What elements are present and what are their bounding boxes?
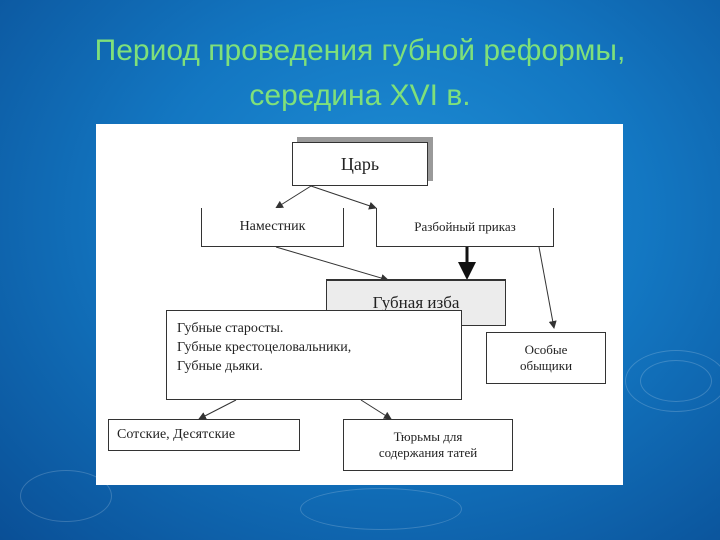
ripple-decoration xyxy=(300,488,462,530)
arrow-officials-to-sotskie xyxy=(198,399,237,420)
razboyny-prikaz-box: Разбойный приказ xyxy=(376,208,554,247)
gubnye-official-item: Губные старосты. xyxy=(177,321,284,336)
slide-title-line-2: середина XVI в. xyxy=(249,79,471,112)
sotskie-label: Сотские, Десятские xyxy=(117,427,236,442)
arrow-officials-to-tyurmy xyxy=(360,399,392,420)
arrow-tsar-to-namestnik xyxy=(275,185,312,209)
arrow-tsar-to-prikaz xyxy=(310,185,377,210)
slide-title: Период проведения губной реформы, середи… xyxy=(0,28,720,118)
gubnye-official-item: Губные крестоцеловальники, xyxy=(177,340,352,355)
tyurmy-line: содержания татей xyxy=(378,445,478,460)
gubnaya-izba-label: Губная изба xyxy=(372,293,460,312)
namestnik-box: Наместник xyxy=(201,208,344,247)
ripple-decoration xyxy=(625,350,720,412)
osobye-obyschiki-line: обыщики xyxy=(519,358,573,373)
gubnye-official-item: Губные дьяки. xyxy=(177,359,263,374)
osobye-obyschiki-line: Особые xyxy=(524,342,568,357)
diagram-panel: Царь Наместник Разбойный приказ Губная и… xyxy=(96,124,623,485)
gubnye-officials-box: Губные старосты. Губные крестоцеловальни… xyxy=(166,310,462,400)
tyurmy-box: Тюрьмы для содержания татей xyxy=(343,419,513,471)
ripple-decoration xyxy=(20,470,112,522)
tsar-label: Царь xyxy=(340,153,380,174)
razboyny-prikaz-label: Разбойный приказ xyxy=(414,219,516,234)
slide-title-line-1: Период проведения губной реформы, xyxy=(94,34,626,67)
namestnik-label: Наместник xyxy=(239,219,306,234)
sotskie-box: Сотские, Десятские xyxy=(108,419,300,451)
arrow-prikaz-to-obyschiki xyxy=(538,246,557,329)
connector-layer xyxy=(198,185,557,420)
tsar-box: Царь xyxy=(292,142,428,186)
arrow-namestnik-to-izba xyxy=(275,246,389,282)
osobye-obyschiki-box: Особые обыщики xyxy=(486,332,606,384)
tyurmy-line: Тюрьмы для xyxy=(393,429,463,444)
